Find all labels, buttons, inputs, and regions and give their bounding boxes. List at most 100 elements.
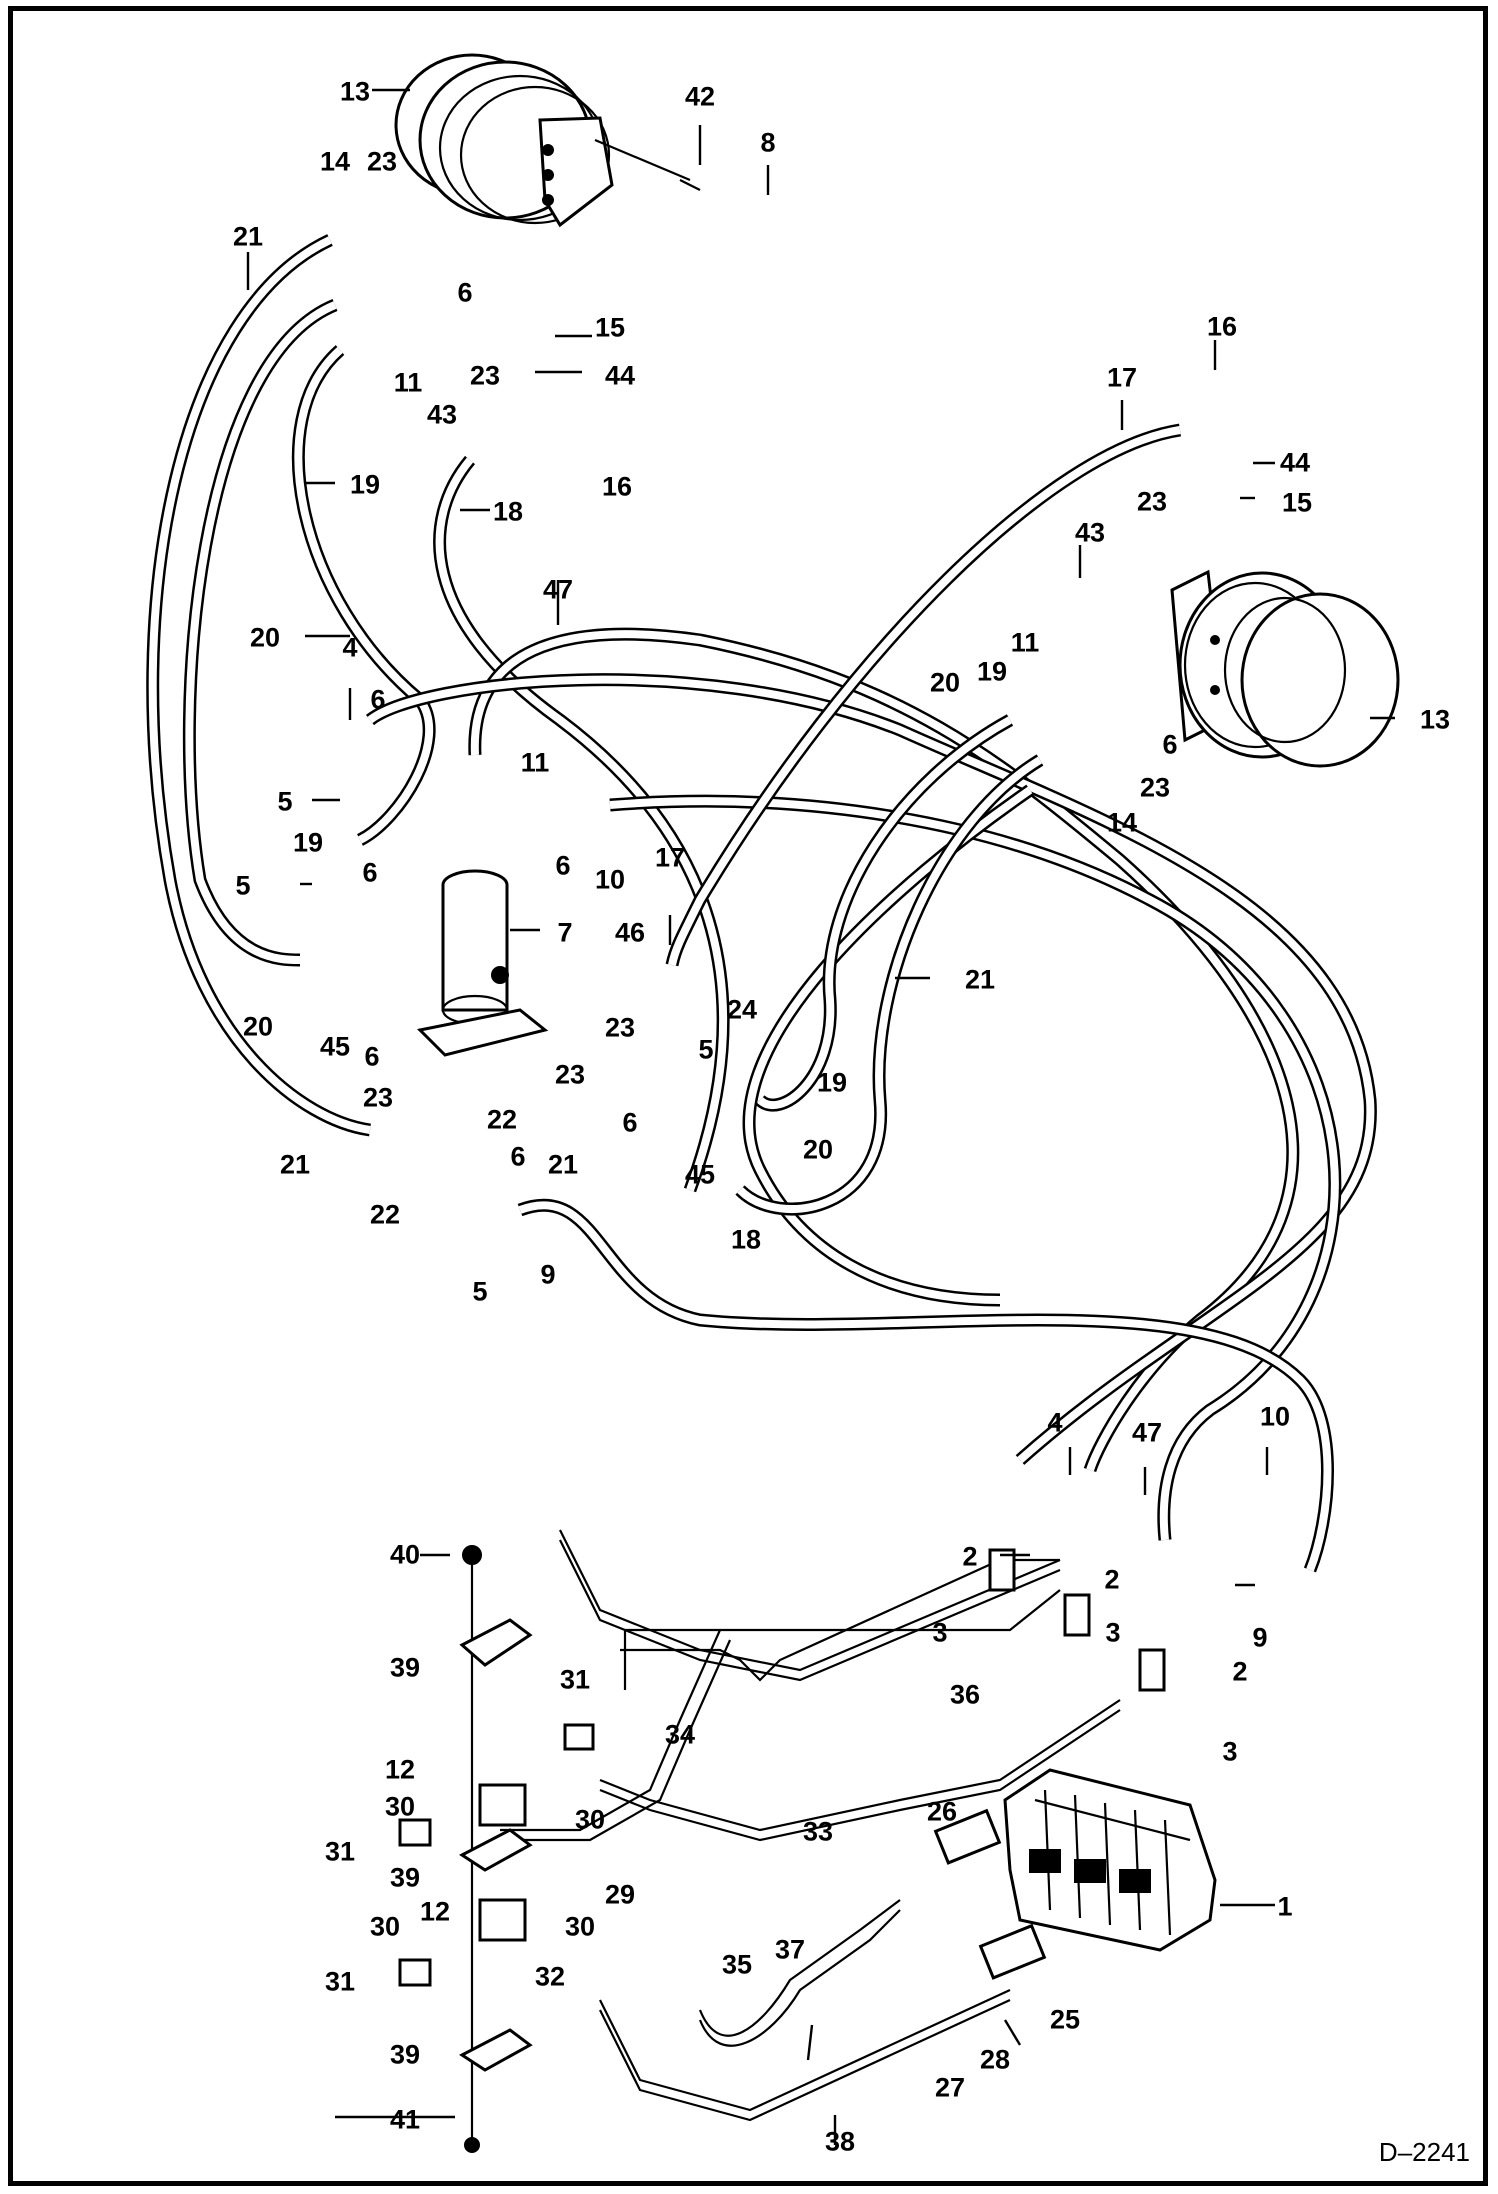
callout-6: 6	[362, 857, 378, 888]
callout-44: 44	[1279, 447, 1311, 478]
callout-40: 40	[389, 1539, 421, 1570]
callout-19: 19	[292, 827, 324, 858]
callout-15: 15	[594, 312, 626, 343]
callout-6: 6	[555, 850, 571, 881]
callout-10: 10	[1259, 1401, 1291, 1432]
callout-10: 10	[594, 864, 626, 895]
callout-31: 31	[324, 1836, 356, 1867]
callout-17: 17	[654, 842, 686, 873]
callout-14: 14	[319, 146, 351, 177]
callout-20: 20	[929, 667, 961, 698]
callout-23: 23	[469, 360, 501, 391]
callout-27: 27	[934, 2072, 966, 2103]
callout-41: 41	[389, 2104, 421, 2135]
callout-17: 17	[1106, 362, 1138, 393]
callout-47: 47	[542, 574, 574, 605]
swivel-joint	[416, 869, 549, 1057]
callout-18: 18	[730, 1224, 762, 1255]
callout-23: 23	[604, 1012, 636, 1043]
callout-4: 4	[342, 632, 358, 663]
relief-block	[398, 1545, 595, 2153]
callout-5: 5	[698, 1034, 714, 1065]
callout-16: 16	[1206, 311, 1238, 342]
callout-47: 47	[1131, 1417, 1163, 1448]
callout-19: 19	[349, 469, 381, 500]
callout-34: 34	[664, 1719, 696, 1750]
callout-24: 24	[726, 994, 758, 1025]
callout-18: 18	[492, 496, 524, 527]
callout-21: 21	[232, 221, 264, 252]
callout-11: 11	[520, 747, 550, 778]
callout-35: 35	[721, 1949, 753, 1980]
callout-25: 25	[1049, 2004, 1081, 2035]
callout-29: 29	[604, 1879, 636, 1910]
callout-42: 42	[684, 81, 716, 112]
callout-26: 26	[926, 1796, 958, 1827]
callout-30: 30	[384, 1791, 416, 1822]
callout-28: 28	[979, 2044, 1011, 2075]
callout-6: 6	[1162, 729, 1178, 760]
callout-14: 14	[1106, 807, 1138, 838]
callout-5: 5	[472, 1276, 488, 1307]
hoses	[146, 234, 1377, 1573]
callout-44: 44	[604, 360, 636, 391]
callout-46: 46	[614, 917, 646, 948]
callout-8: 8	[760, 127, 776, 158]
callout-9: 9	[540, 1259, 556, 1290]
callout-4: 4	[1047, 1407, 1063, 1438]
callout-2: 2	[962, 1541, 978, 1572]
callout-36: 36	[949, 1679, 981, 1710]
callout-6: 6	[364, 1041, 380, 1072]
callout-11: 11	[393, 367, 423, 398]
callout-3: 3	[1105, 1617, 1121, 1648]
callout-5: 5	[235, 870, 251, 901]
callout-20: 20	[802, 1134, 834, 1165]
callout-11: 11	[1010, 627, 1040, 658]
callout-45: 45	[319, 1031, 351, 1062]
drawing-number: D–2241	[1378, 2137, 1470, 2167]
callout-21: 21	[964, 964, 996, 995]
callout-6: 6	[457, 277, 473, 308]
callout-19: 19	[816, 1067, 848, 1098]
callout-22: 22	[369, 1199, 401, 1230]
callout-39: 39	[389, 1862, 421, 1893]
lower-lines	[500, 1529, 1121, 2122]
callout-6: 6	[510, 1141, 526, 1172]
callout-3: 3	[1222, 1736, 1238, 1767]
callout-32: 32	[534, 1961, 566, 1992]
callout-23: 23	[1139, 772, 1171, 803]
callout-19: 19	[976, 656, 1008, 687]
callout-13: 13	[339, 76, 371, 107]
callout-6: 6	[370, 684, 386, 715]
callout-23: 23	[366, 146, 398, 177]
travel-motor-right	[1170, 569, 1400, 768]
callout-13: 13	[1419, 704, 1451, 735]
callout-31: 31	[324, 1966, 356, 1997]
travel-motor-top	[394, 53, 701, 228]
callout-6: 6	[622, 1107, 638, 1138]
callout-31: 31	[559, 1664, 591, 1695]
callout-30: 30	[564, 1911, 596, 1942]
callout-20: 20	[242, 1011, 274, 1042]
callout-30: 30	[574, 1804, 606, 1835]
callout-2: 2	[1232, 1656, 1248, 1687]
callout-37: 37	[774, 1934, 806, 1965]
callout-39: 39	[389, 1652, 421, 1683]
callout-15: 15	[1281, 487, 1313, 518]
callout-38: 38	[824, 2126, 856, 2157]
callout-30: 30	[369, 1911, 401, 1942]
callout-16: 16	[601, 471, 633, 502]
callout-21: 21	[279, 1149, 311, 1180]
callout-22: 22	[486, 1104, 518, 1135]
callout-1: 1	[1277, 1891, 1293, 1922]
callout-23: 23	[554, 1059, 586, 1090]
callout-12: 12	[419, 1896, 451, 1927]
callout-12: 12	[384, 1754, 416, 1785]
callout-23: 23	[1136, 486, 1168, 517]
callout-23: 23	[362, 1082, 394, 1113]
callout-20: 20	[249, 622, 281, 653]
callout-45: 45	[684, 1159, 716, 1190]
callout-39: 39	[389, 2039, 421, 2070]
